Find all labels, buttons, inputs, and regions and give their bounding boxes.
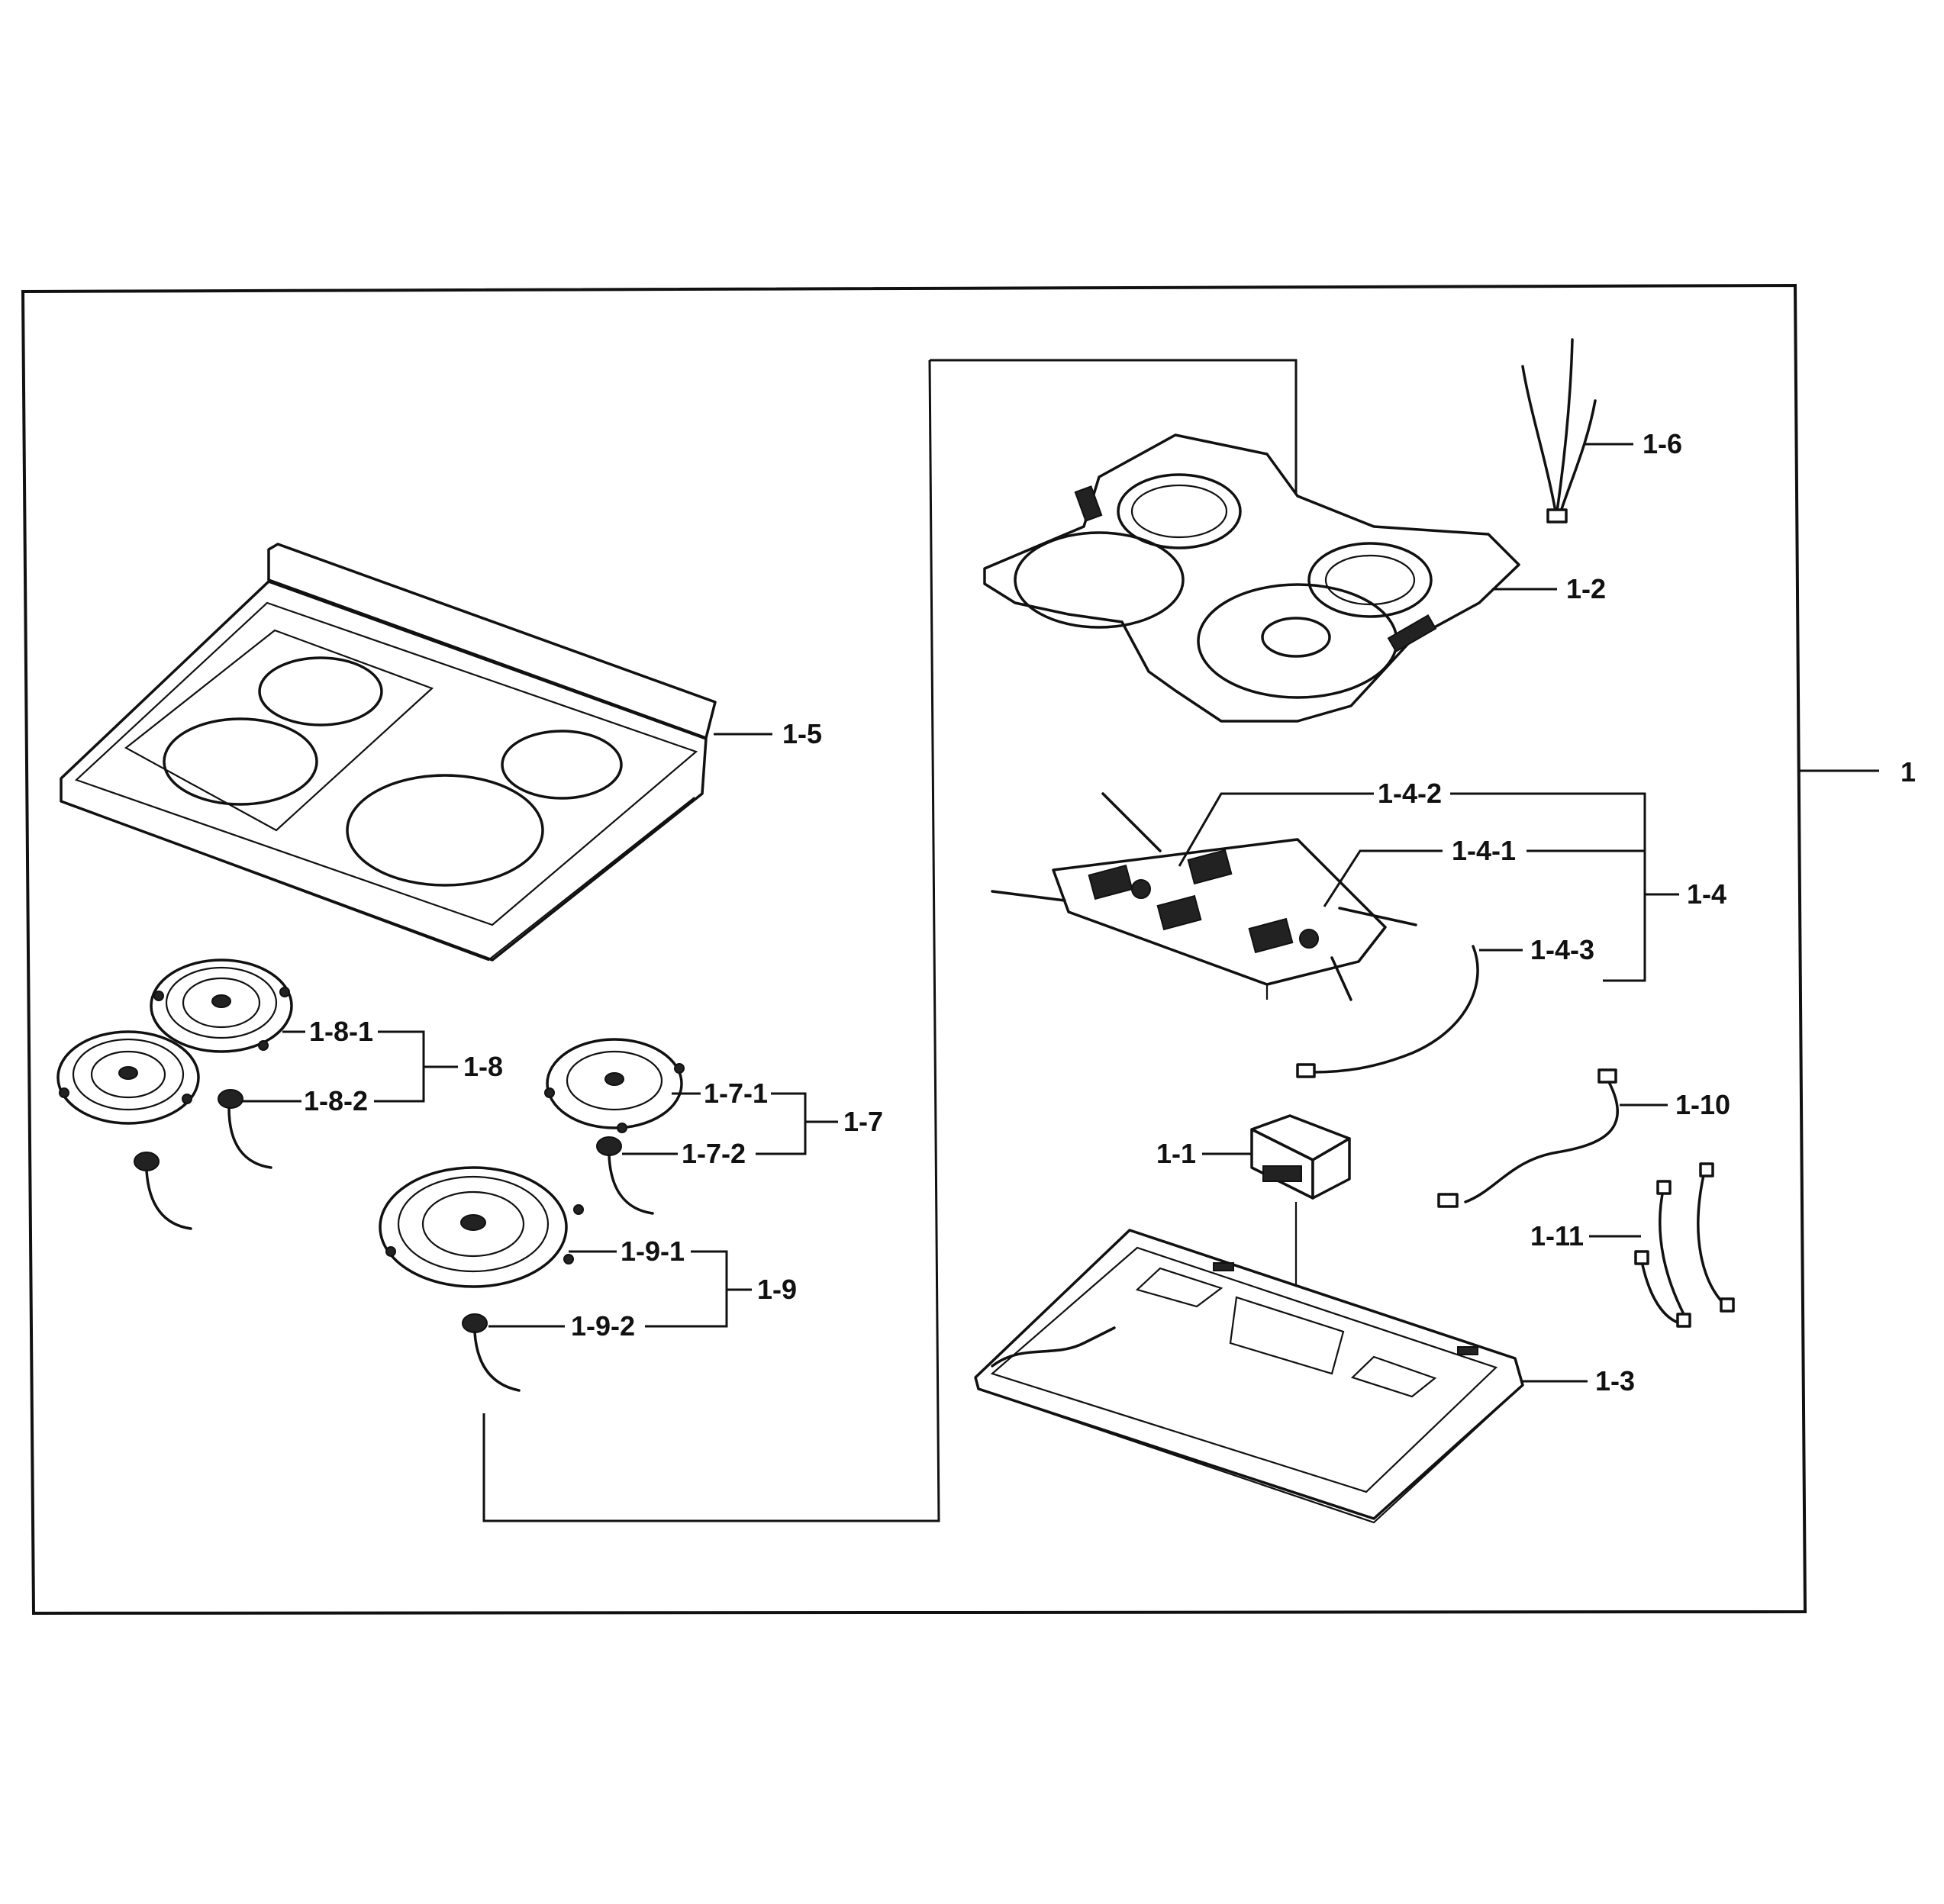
label-1-8-2: 1-8-2	[304, 1085, 368, 1116]
wire-harness-1-10-part	[1437, 1068, 1619, 1208]
assembly-frame	[21, 283, 1807, 1616]
label-1-8: 1-8	[463, 1051, 503, 1082]
label-1-6: 1-6	[1643, 428, 1682, 459]
group-bracket-left	[482, 359, 940, 1522]
sensor-1-7-2-part	[596, 1136, 654, 1215]
label-1-8-1: 1-8-1	[309, 1016, 373, 1047]
burner-1-8-large-part	[56, 1030, 200, 1125]
bracket-1-8	[374, 1030, 425, 1103]
base-tray-part	[974, 1229, 1524, 1524]
label-1-11: 1-11	[1530, 1220, 1584, 1252]
pcb-box-part	[1250, 1114, 1351, 1313]
burner-1-8-1-part	[150, 958, 293, 1053]
burner-1-7-part	[544, 1038, 685, 1133]
control-board-part	[991, 792, 1479, 1078]
burner-1-9-part	[379, 1166, 584, 1288]
label-1-5: 1-5	[782, 718, 822, 749]
wire-harness-1-11-part	[1634, 1162, 1735, 1328]
label-1-7: 1-7	[843, 1106, 883, 1137]
leader-1-4-1	[1323, 849, 1443, 907]
sensor-1-9-2-part	[462, 1313, 521, 1392]
bracket-1-7	[756, 1092, 807, 1155]
bracket-1-4	[1450, 792, 1646, 982]
label-1-10: 1-10	[1675, 1089, 1730, 1120]
label-1-7-1: 1-7-1	[704, 1078, 768, 1109]
label-1-9: 1-9	[757, 1274, 797, 1305]
leader-1-4-2	[1178, 792, 1374, 867]
label-1: 1	[1900, 756, 1916, 788]
label-1-3: 1-3	[1595, 1365, 1635, 1397]
cover-plate-part	[983, 433, 1520, 723]
label-1-1: 1-1	[1156, 1138, 1196, 1169]
wire-harness-1-6-part	[1521, 338, 1597, 524]
label-1-9-1: 1-9-1	[621, 1236, 685, 1267]
sensor-1-8-2-part	[134, 1089, 272, 1230]
label-1-4-2: 1-4-2	[1378, 778, 1442, 809]
label-1-7-2: 1-7-2	[682, 1138, 746, 1169]
label-1-9-2: 1-9-2	[571, 1310, 635, 1342]
label-1-4-3: 1-4-3	[1530, 934, 1594, 965]
label-1-4: 1-4	[1687, 878, 1726, 910]
label-1-4-1: 1-4-1	[1452, 835, 1516, 866]
cooktop-glass-part	[60, 543, 717, 962]
label-1-2: 1-2	[1566, 573, 1606, 604]
